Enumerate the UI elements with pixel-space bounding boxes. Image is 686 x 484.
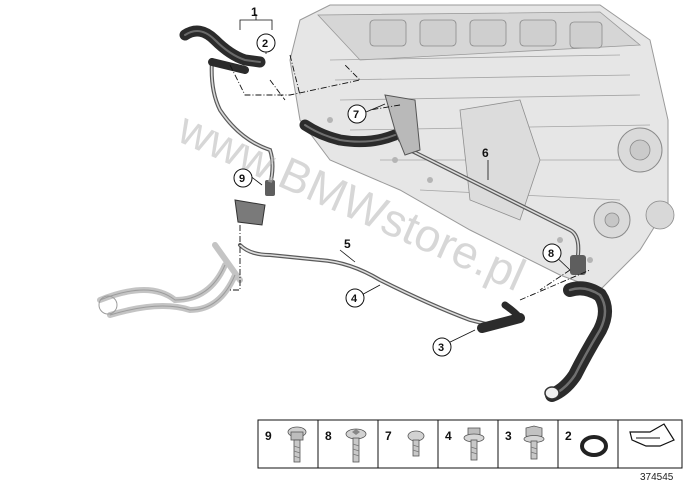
torx-bolt-flange-icon — [345, 428, 367, 463]
legend-number-9: 9 — [265, 429, 272, 443]
callout-8[interactable]: 8 — [542, 243, 562, 263]
callout-1[interactable]: 1 — [251, 5, 258, 19]
callout-6-label: 6 — [482, 146, 489, 160]
callout-3-label: 3 — [438, 342, 444, 354]
callout-2-label: 2 — [262, 38, 268, 50]
legend-number-3: 3 — [505, 429, 512, 443]
callout-5[interactable]: 5 — [344, 237, 351, 251]
legend-number-8: 8 — [325, 429, 332, 443]
ghost-pipe-outline — [98, 264, 236, 316]
small-screw-icon — [407, 430, 425, 457]
callout-6[interactable]: 6 — [482, 146, 489, 160]
hose-1-upper[interactable] — [179, 25, 266, 74]
pointer-arrow-icon — [629, 423, 675, 447]
callout-7-label: 7 — [353, 109, 359, 121]
legend-cell-arrow — [629, 423, 675, 447]
o-ring-icon — [580, 435, 608, 457]
legend-number-2: 2 — [565, 429, 572, 443]
bracket-7 — [384, 94, 421, 156]
callout-8-label: 8 — [548, 248, 554, 260]
callout-2[interactable]: 2 — [256, 33, 276, 53]
engine-block — [289, 4, 675, 291]
callout-7[interactable]: 7 — [347, 104, 367, 124]
callout-9-label: 9 — [239, 173, 245, 185]
ghost-pipe-assembly — [97, 242, 243, 318]
torx-bolt-icon — [287, 426, 307, 463]
pipe-6[interactable] — [209, 58, 581, 257]
fitting-9 — [265, 180, 275, 196]
hose-3[interactable] — [477, 301, 525, 333]
callout-1-label: 1 — [251, 5, 258, 19]
reference-number: 374545 — [640, 472, 674, 483]
collar-bolt-icon — [463, 427, 485, 461]
callout-4-label: 4 — [351, 293, 358, 305]
leader-lines — [229, 54, 591, 301]
hex-bolt-icon — [523, 425, 545, 460]
legend-cell-2[interactable]: 2 — [565, 429, 608, 457]
legend-cell-8[interactable]: 8 — [325, 428, 367, 463]
callout-3[interactable]: 3 — [432, 337, 452, 357]
legend-cell-9[interactable]: 9 — [265, 426, 307, 463]
legend-number-4: 4 — [445, 429, 452, 443]
hose-7[interactable] — [299, 119, 401, 148]
legend-cell-7[interactable]: 7 — [385, 429, 425, 457]
callout-5-label: 5 — [344, 237, 351, 251]
fitting-8 — [570, 255, 586, 275]
pipe-5[interactable] — [238, 243, 492, 327]
parts-legend: 9 8 7 — [257, 419, 683, 469]
legend-number-7: 7 — [385, 429, 392, 443]
hose-lower-right[interactable] — [544, 281, 612, 402]
legend-cell-3[interactable]: 3 — [505, 425, 545, 460]
fitting-bracket-left — [234, 199, 266, 226]
legend-cell-4[interactable]: 4 — [445, 427, 485, 461]
callout-4[interactable]: 4 — [345, 288, 365, 308]
callout-9[interactable]: 9 — [233, 168, 253, 188]
